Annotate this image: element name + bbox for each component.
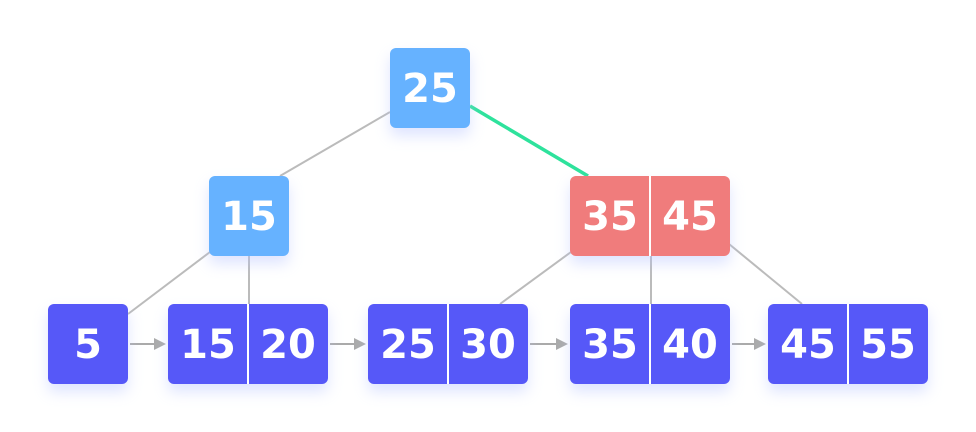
edge-right-internal-to-leaf-5 [728,243,803,305]
internal-node-left-box [209,176,289,256]
root-node-box [390,48,470,128]
edge-root-to-left-internal [279,111,391,177]
internal-left-key-1: 15 [221,194,277,240]
tree-edges [127,104,803,315]
internal-node-left: 15 [209,176,289,256]
leaf-3-key-1: 25 [380,322,436,368]
edge-left-internal-to-leaf-1 [127,251,211,315]
leaf-3-key-2: 30 [460,322,516,368]
leaf-2-key-1: 15 [180,322,236,368]
root-key-1: 25 [402,66,458,112]
internal-right-key-2: 45 [662,194,718,240]
leaf-node-4: 35 40 [570,304,730,384]
leaf-5-key-2: 55 [860,322,916,368]
leaf-node-1: 5 [48,304,128,384]
leaf-node-3: 25 30 [368,304,528,384]
internal-right-key-1: 35 [582,194,638,240]
root-node: 25 [390,48,470,128]
leaf-4-key-2: 40 [662,322,718,368]
leaf-node-1-box [48,304,128,384]
edge-root-to-right-internal [469,104,589,178]
leaf-2-key-2: 20 [260,322,316,368]
leaf-5-key-1: 45 [780,322,836,368]
leaf-4-key-1: 35 [582,322,638,368]
leaf-1-key-1: 5 [74,322,102,368]
leaf-node-2: 15 20 [168,304,328,384]
leaf-node-5: 45 55 [768,304,928,384]
internal-node-right: 35 45 [570,176,730,256]
edge-right-internal-to-leaf-3 [499,251,572,305]
